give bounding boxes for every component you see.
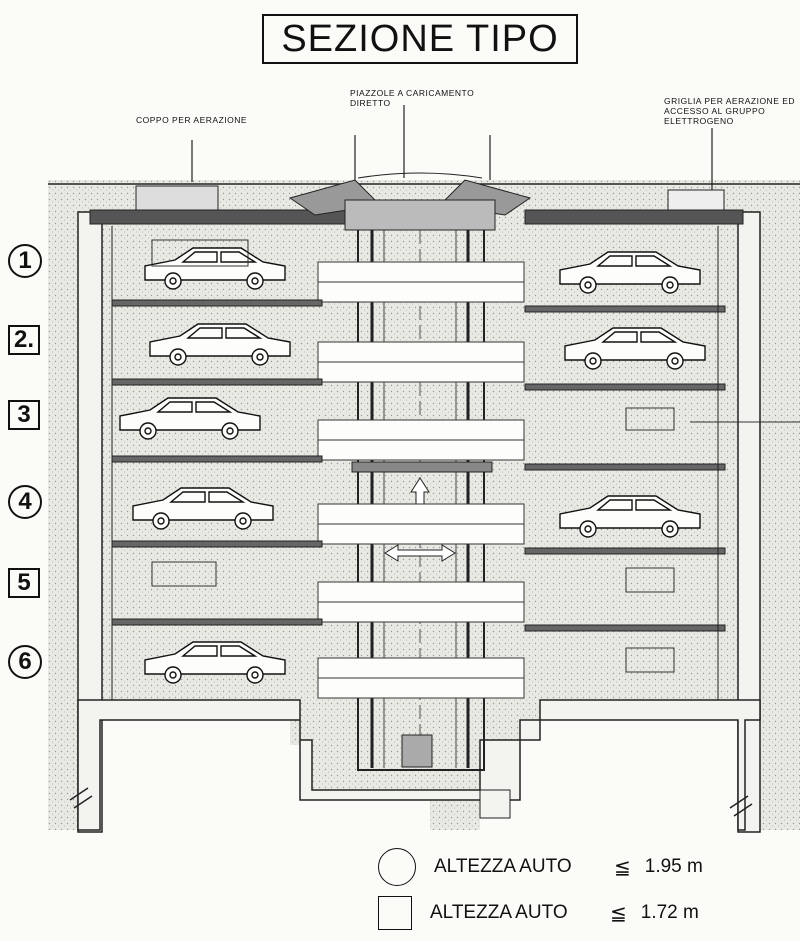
circle-symbol-icon bbox=[378, 848, 416, 886]
annotation-grill: GRIGLIA PER AERAZIONE ED ACCESSO AL GRUP… bbox=[664, 96, 796, 126]
car-icon bbox=[149, 323, 291, 366]
legend-row-circle: ALTEZZA AUTO ≦ 1.95 m bbox=[378, 848, 703, 886]
car-icon bbox=[559, 251, 701, 294]
annotation-loading-platforms: PIAZZOLE A CARICAMENTO DIRETTO bbox=[350, 88, 475, 108]
legend-value: 1.72 m bbox=[640, 902, 699, 923]
cars bbox=[119, 247, 706, 684]
car-icon bbox=[119, 397, 261, 440]
sump bbox=[479, 789, 511, 819]
lift-carriage bbox=[351, 461, 493, 473]
level-label-6: 6 bbox=[8, 645, 42, 679]
break-left bbox=[69, 787, 93, 809]
level-label-4: 4 bbox=[8, 485, 42, 519]
le-sign: ≦ bbox=[614, 856, 631, 879]
lift-head bbox=[344, 199, 496, 231]
horizontal-arrow-icon bbox=[384, 544, 456, 562]
car-icon bbox=[559, 495, 701, 538]
car-icon bbox=[132, 487, 274, 530]
annotation-ventilation-dome: COPPO PER AERAZIONE bbox=[136, 115, 248, 125]
level-label-3: 3 bbox=[8, 400, 40, 430]
break-right bbox=[729, 795, 753, 817]
roof-slab-right bbox=[524, 209, 744, 225]
level-label-1: 1 bbox=[8, 244, 42, 278]
car-icon bbox=[144, 247, 286, 290]
car-icon bbox=[564, 327, 706, 370]
floor-slabs-right bbox=[524, 305, 726, 632]
vent-grill bbox=[667, 189, 725, 211]
right-wall bbox=[737, 211, 761, 833]
foundation bbox=[77, 699, 761, 831]
square-symbol-icon bbox=[378, 896, 412, 930]
level-label-2: 2. bbox=[8, 325, 40, 355]
car-icon bbox=[144, 641, 286, 684]
empty-bays bbox=[151, 239, 675, 673]
legend-text: ALTEZZA AUTO bbox=[430, 902, 568, 923]
legend-value: 1.95 m bbox=[644, 856, 703, 877]
lift-motor bbox=[401, 734, 433, 768]
le-sign: ≦ bbox=[610, 902, 627, 925]
page-title: SEZIONE TIPO bbox=[262, 14, 578, 64]
vent-dome bbox=[135, 185, 219, 211]
legend-row-square: ALTEZZA AUTO ≦ 1.72 m bbox=[378, 896, 699, 930]
level-label-5: 5 bbox=[8, 568, 40, 598]
legend-text: ALTEZZA AUTO bbox=[434, 856, 572, 877]
